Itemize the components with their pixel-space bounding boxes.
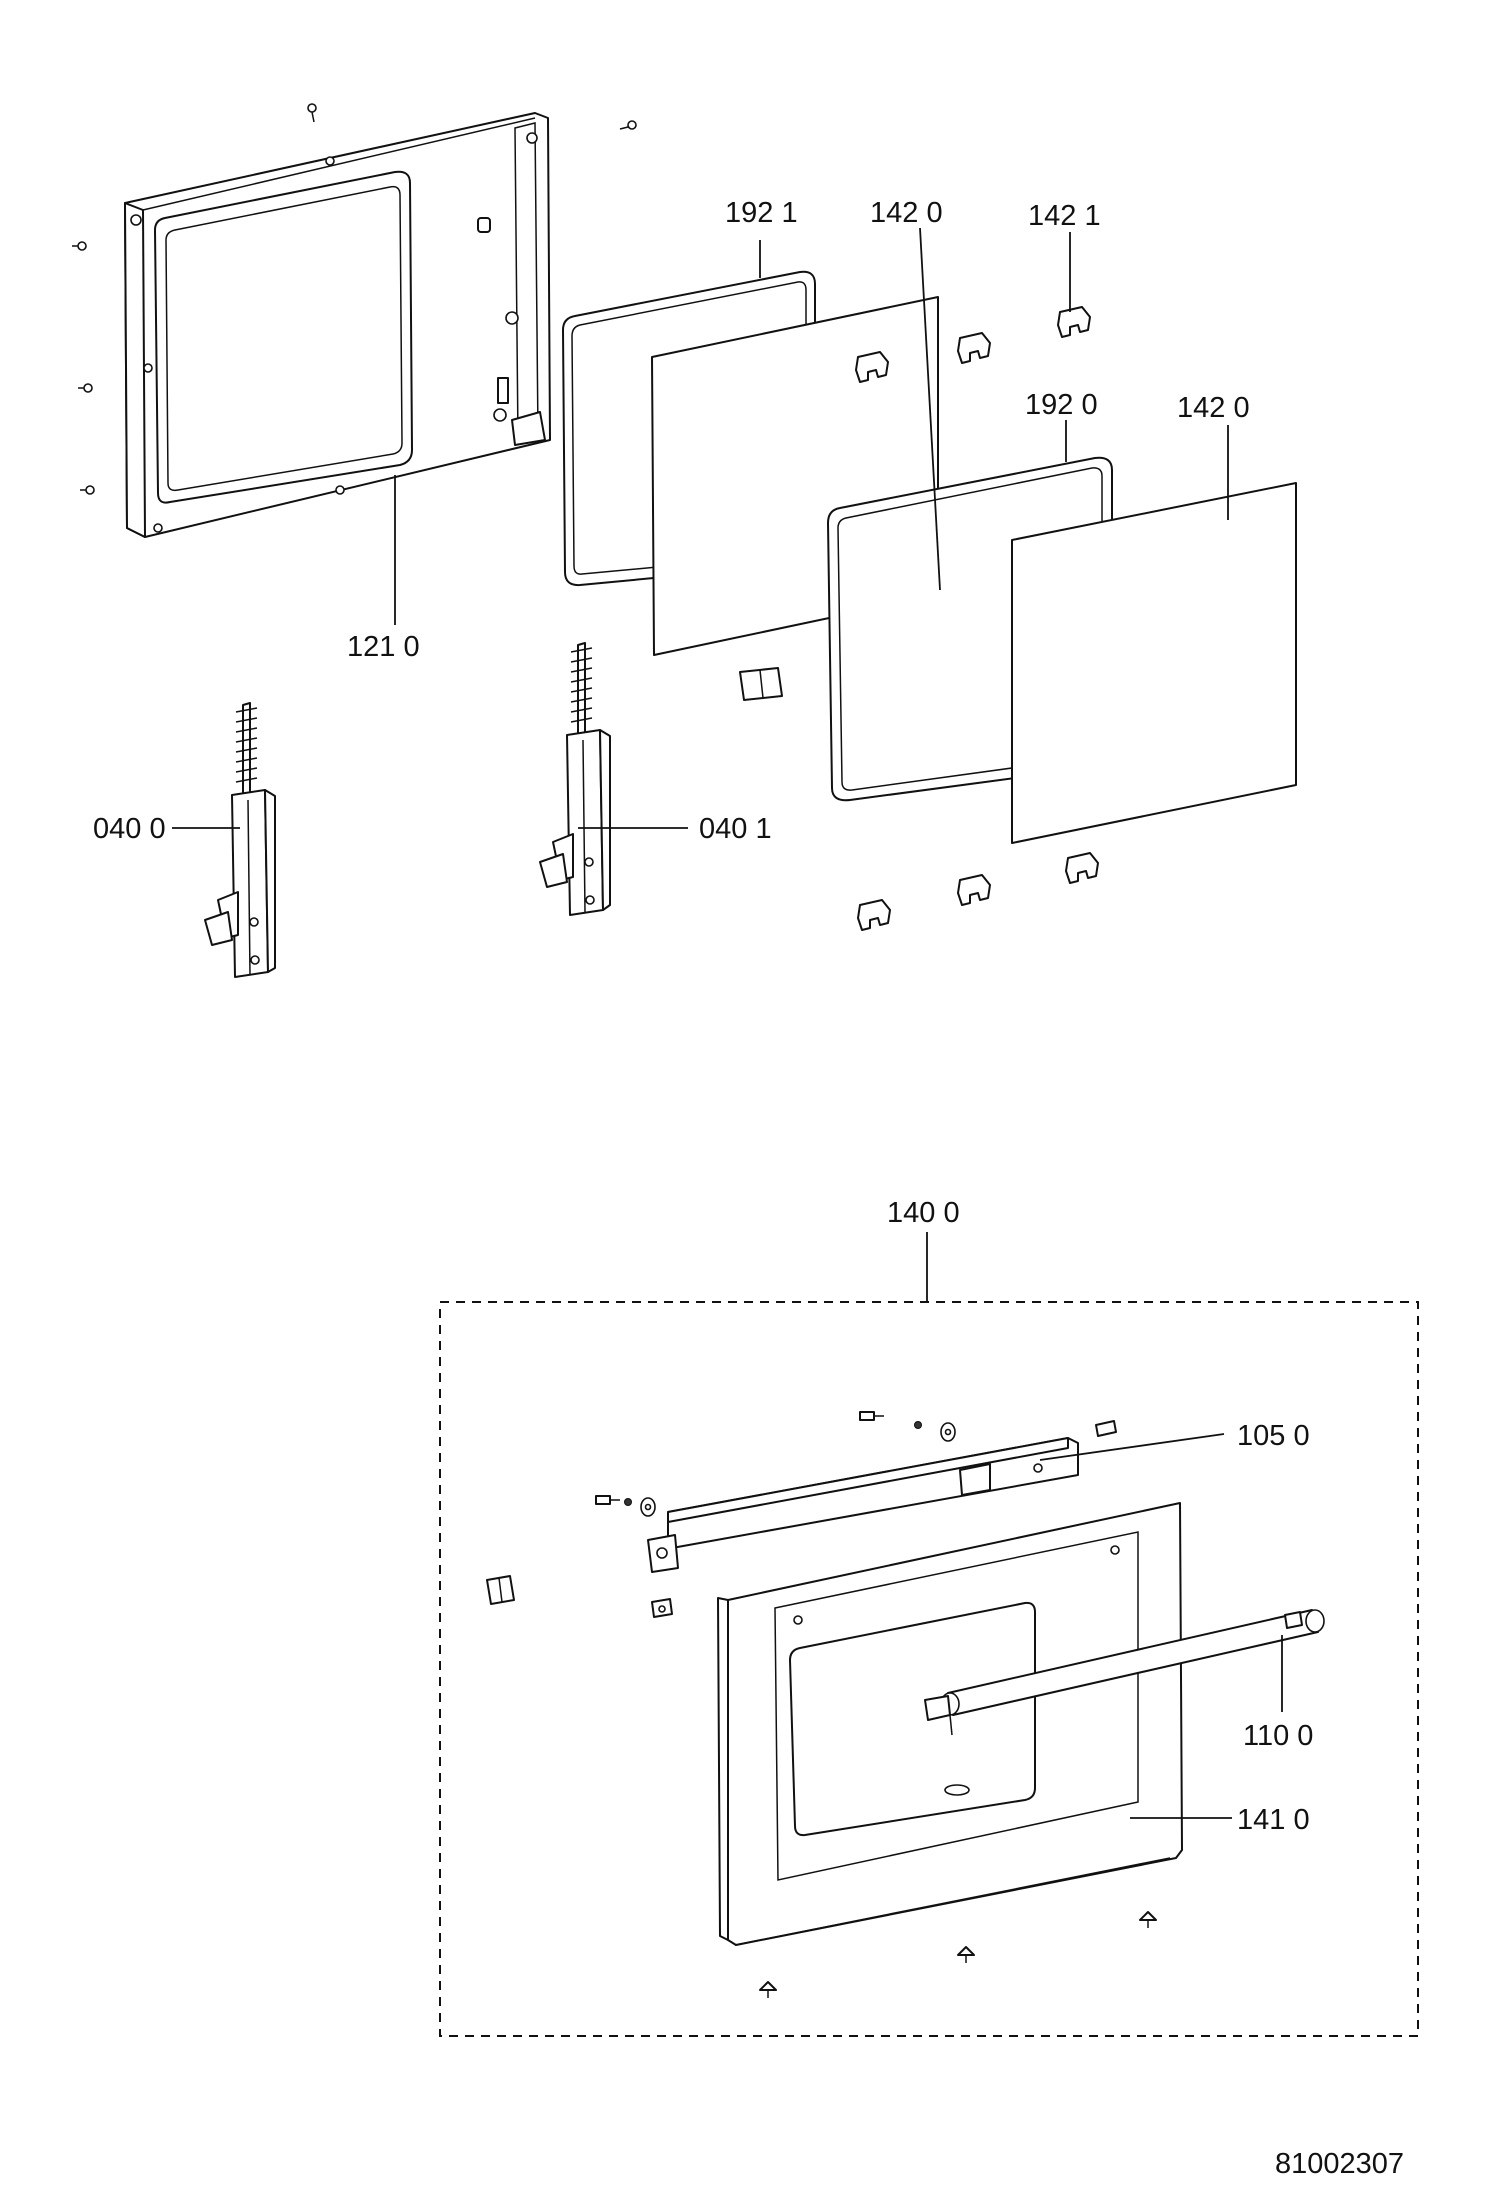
label-outer-door: 141 0 — [1237, 1804, 1310, 1836]
label-top-profile: 105 0 — [1237, 1420, 1310, 1452]
glass-clip-icon — [855, 306, 1099, 931]
screw-icon — [595, 1411, 1117, 1517]
small-clip — [486, 1575, 673, 1618]
label-hinge-left: 040 0 — [93, 813, 166, 845]
label-door-frame: 121 0 — [347, 631, 420, 663]
hinge-right — [539, 642, 611, 916]
screw-icon — [759, 1911, 1157, 1998]
label-door-assembly: 140 0 — [887, 1197, 960, 1229]
screw-icon — [72, 103, 637, 495]
door-assembly-box — [439, 1301, 1419, 2037]
label-hinge-right: 040 1 — [699, 813, 772, 845]
spacer-block — [739, 667, 783, 701]
label-handle: 110 0 — [1243, 1720, 1313, 1752]
drawing-number: 81002307 — [1275, 2148, 1404, 2180]
label-glass-inner: 142 0 — [870, 197, 943, 229]
outer-glass-pane — [1011, 482, 1297, 844]
hinge-left — [204, 702, 276, 978]
inner-door-frame — [124, 112, 551, 538]
label-gasket-inner: 192 1 — [725, 197, 798, 229]
leader-lines — [172, 227, 1283, 1819]
outer-door-panel — [717, 1502, 1183, 1946]
top-profile-bar — [647, 1437, 1079, 1573]
label-gasket-outer: 192 0 — [1025, 389, 1098, 421]
door-handle — [924, 1609, 1325, 1736]
label-glass-outer: 142 0 — [1177, 392, 1250, 424]
label-glass-clip: 142 1 — [1028, 200, 1101, 232]
